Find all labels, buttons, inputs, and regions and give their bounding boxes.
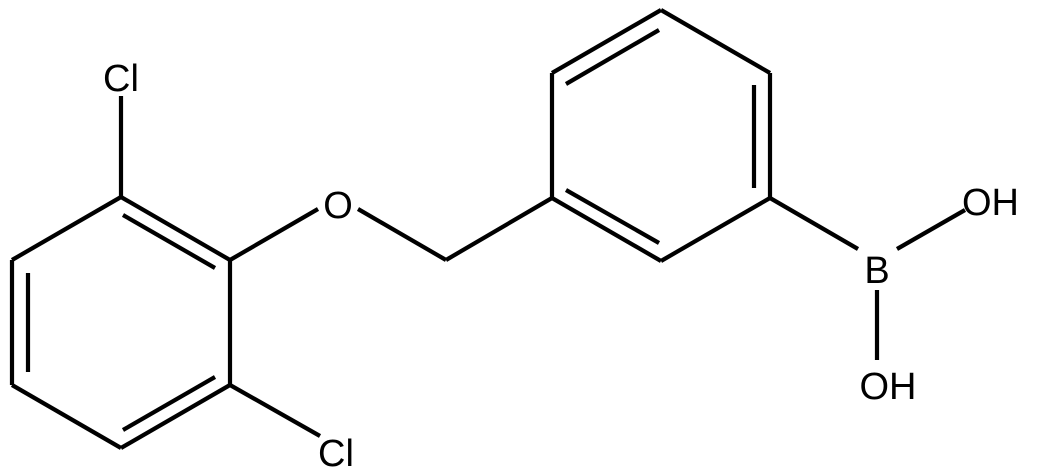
bond [659, 8, 772, 75]
double-bond-inner [564, 28, 661, 86]
bond [550, 196, 663, 263]
bond [10, 195, 123, 262]
bond-ring-to-oxygen [228, 207, 320, 262]
dichlorophenyl-ring [9, 195, 233, 450]
double-bond-inner [564, 188, 661, 245]
bond-ch2-to-ring [444, 196, 554, 262]
bond-ring-to-boron [768, 196, 860, 251]
oxygen-label: O [323, 185, 353, 227]
oh-upper-label: OH [962, 182, 1019, 224]
bond [119, 195, 232, 262]
bond-boron-to-oh-upper [895, 208, 967, 251]
bond [119, 383, 232, 450]
bond [550, 8, 663, 75]
phenylboronic-ring [549, 8, 773, 263]
bond-oxygen-to-ch2 [356, 207, 448, 262]
oh-lower-label: OH [860, 366, 917, 408]
double-bond-inner [121, 213, 217, 270]
double-bond-inner [121, 375, 217, 432]
boron-label: B [864, 250, 889, 292]
bond-to-cl-bottom [228, 383, 322, 438]
bond [659, 196, 772, 263]
cl-bottom-label: Cl [318, 433, 354, 474]
bond [10, 383, 123, 450]
cl-top-label: Cl [103, 58, 139, 100]
